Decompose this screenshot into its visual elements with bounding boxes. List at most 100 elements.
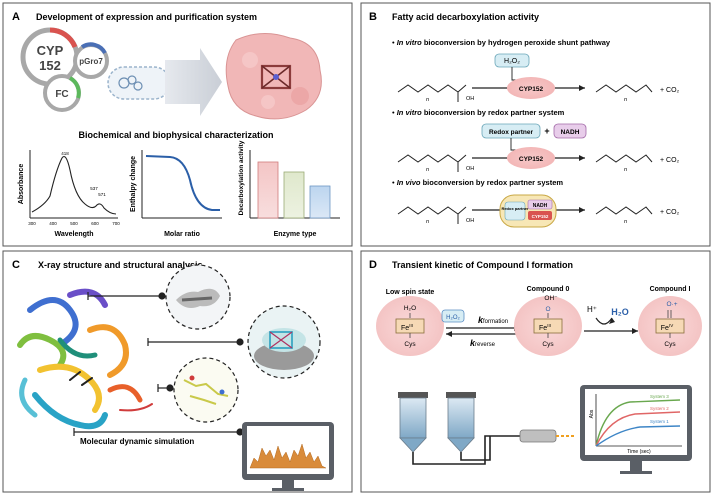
k-reverse: kreverse xyxy=(470,338,496,348)
cyp-label-line1: CYP xyxy=(37,43,64,58)
bar-2 xyxy=(283,171,305,219)
panel-b-letter: B xyxy=(369,11,377,23)
big-arrow-icon xyxy=(165,48,222,116)
peak-label-571: 571 xyxy=(98,192,106,197)
bullet-3-italic: In vivo xyxy=(397,178,421,187)
plasmid-cyp152: CYP 152 xyxy=(20,27,80,87)
peak-label-537: 537 xyxy=(90,186,98,191)
co2-label-1: + CO₂ xyxy=(660,87,680,94)
plasmid-pgro7: pGro7 xyxy=(73,42,109,79)
decarboxylation-chart: Enzyme type Decarboxylation activity xyxy=(238,140,340,238)
n-label-3: n xyxy=(426,219,429,225)
abs-label: Abs xyxy=(589,409,595,418)
absorbance-ylabel: Absorbance xyxy=(18,164,25,205)
curve-system-3 xyxy=(595,399,681,447)
cys-label-1: Cys xyxy=(404,341,416,348)
kinetics-monitor-icon: System 3 System 2 System 1 Abs Time (sec… xyxy=(580,385,692,474)
bar-1 xyxy=(257,161,279,219)
decarb-xlabel: Enzyme type xyxy=(274,231,317,238)
fc-label: FC xyxy=(55,89,68,100)
cyp152-cloud-1: CYP152 xyxy=(507,77,555,99)
oh-label-2: OH xyxy=(466,166,474,172)
n-label-5: n xyxy=(624,167,627,173)
panel-d-title: Transient kinetic of Compound I formatio… xyxy=(392,260,573,270)
panel-c-title: X-ray structure and structural analysis xyxy=(38,260,203,270)
forward-arrow-2 xyxy=(584,317,638,334)
plus-sign: + xyxy=(544,126,549,136)
fe3-label-2: FeIII xyxy=(539,323,551,332)
nadh-box xyxy=(553,123,587,139)
n-label-1: n xyxy=(426,97,429,103)
cyp-label-line2: 152 xyxy=(39,58,61,73)
panel-a-title: Development of expression and purificati… xyxy=(36,12,257,22)
bar-3 xyxy=(309,185,331,219)
panel-a-letter: A xyxy=(12,11,20,23)
absorbance-chart: 418 537 571 300 400 500 600 700 Waveleng… xyxy=(18,150,120,238)
k-formation: kformation xyxy=(478,315,508,325)
h2o2-reagent-label: H₂O₂ xyxy=(446,315,460,321)
compound-0-state: OH⁻ O FeIII Cys xyxy=(514,295,582,356)
compound0-label: Compound 0 xyxy=(527,286,570,293)
absorbance-xlabel: Wavelength xyxy=(54,231,93,238)
cys-label-3: Cys xyxy=(664,341,676,348)
peak-label-418: 418 xyxy=(61,151,69,156)
protein-surface-icon xyxy=(225,33,322,120)
ribbon-protein-icon xyxy=(17,288,153,430)
nadh-small-label: NADH xyxy=(533,203,548,209)
low-spin-state: H₂O FeIII Cys xyxy=(376,296,444,356)
n-label-2: n xyxy=(426,167,429,173)
time-label: Time (sec) xyxy=(627,449,651,455)
zoom-circle-3 xyxy=(173,357,239,423)
tick-300: 300 xyxy=(28,221,36,226)
panel-c: C X-ray structure and structural analysi… xyxy=(2,250,353,493)
legend-system-2: System 2 xyxy=(650,406,669,411)
oh-label-1: OH xyxy=(466,96,474,102)
panel-a: A Development of expression and purifica… xyxy=(2,2,353,247)
bullet-2-rest: bioconversion by redox partner system xyxy=(422,108,565,117)
fe4-label: FeIV xyxy=(661,323,673,332)
panel-c-letter: C xyxy=(12,259,20,271)
low-spin-label: Low spin state xyxy=(386,289,435,296)
tick-400: 400 xyxy=(49,221,57,226)
decarb-ylabel: Decarboxylation activity xyxy=(238,140,245,215)
h2o-product-label: H₂O xyxy=(611,307,629,317)
tick-500: 500 xyxy=(70,221,78,226)
co2-label-3: + CO₂ xyxy=(660,209,680,216)
in-vivo-cell-icon: Redox partner NADH CYP152 xyxy=(499,194,557,228)
fatty-acid-structures xyxy=(397,84,653,224)
h2o2-reagent-box xyxy=(441,309,465,323)
n-label-6: n xyxy=(624,219,627,225)
oh-minus-ligand: OH⁻ xyxy=(544,295,558,302)
n-label-4: n xyxy=(624,97,627,103)
pgro-label: pGro7 xyxy=(79,57,103,66)
enthalpy-chart: Molar ratio Enthalpy change xyxy=(130,150,222,238)
cyp152-label-2: CYP152 xyxy=(519,156,544,163)
bullet-2-italic: In vitro xyxy=(397,108,422,117)
oh-label-3: OH xyxy=(466,218,474,224)
panel-a-subtitle: Biochemical and biophysical characteriza… xyxy=(78,130,273,140)
tick-600: 600 xyxy=(91,221,99,226)
cyp152-small-label: CYP152 xyxy=(532,214,549,219)
bullet-2: • In vitro bioconversion by redox partne… xyxy=(392,108,565,117)
panel-d-letter: D xyxy=(369,259,377,271)
cyp152-cloud-2: CYP152 xyxy=(507,147,555,169)
monitor-icon xyxy=(242,422,334,491)
bullet-3-rest: bioconversion by redox partner system xyxy=(420,178,563,187)
stopped-flow-apparatus xyxy=(398,392,576,465)
bullet-1-italic: In vitro xyxy=(397,38,422,47)
o-ligand-0: O xyxy=(545,306,550,313)
plasmid-fc: FC xyxy=(43,74,81,112)
bullet-3: • In vivo bioconversion by redox partner… xyxy=(392,178,563,187)
enthalpy-xlabel: Molar ratio xyxy=(164,231,200,238)
h2o2-label: H₂O₂ xyxy=(504,58,520,65)
ecoli-cell-icon xyxy=(107,66,171,100)
legend-system-1: System 1 xyxy=(650,419,669,424)
curve-system-2 xyxy=(595,411,681,447)
bullet-1-rest: bioconversion by hydrogen peroxide shunt… xyxy=(422,38,611,47)
zoom-circle-2 xyxy=(247,305,321,379)
bullet-1: • In vitro bioconversion by hydrogen per… xyxy=(392,38,611,47)
compound1-label: Compound I xyxy=(650,286,691,293)
redox-small-label: Redox partner xyxy=(501,206,529,211)
md-label: Molecular dynamic simulation xyxy=(80,437,194,446)
